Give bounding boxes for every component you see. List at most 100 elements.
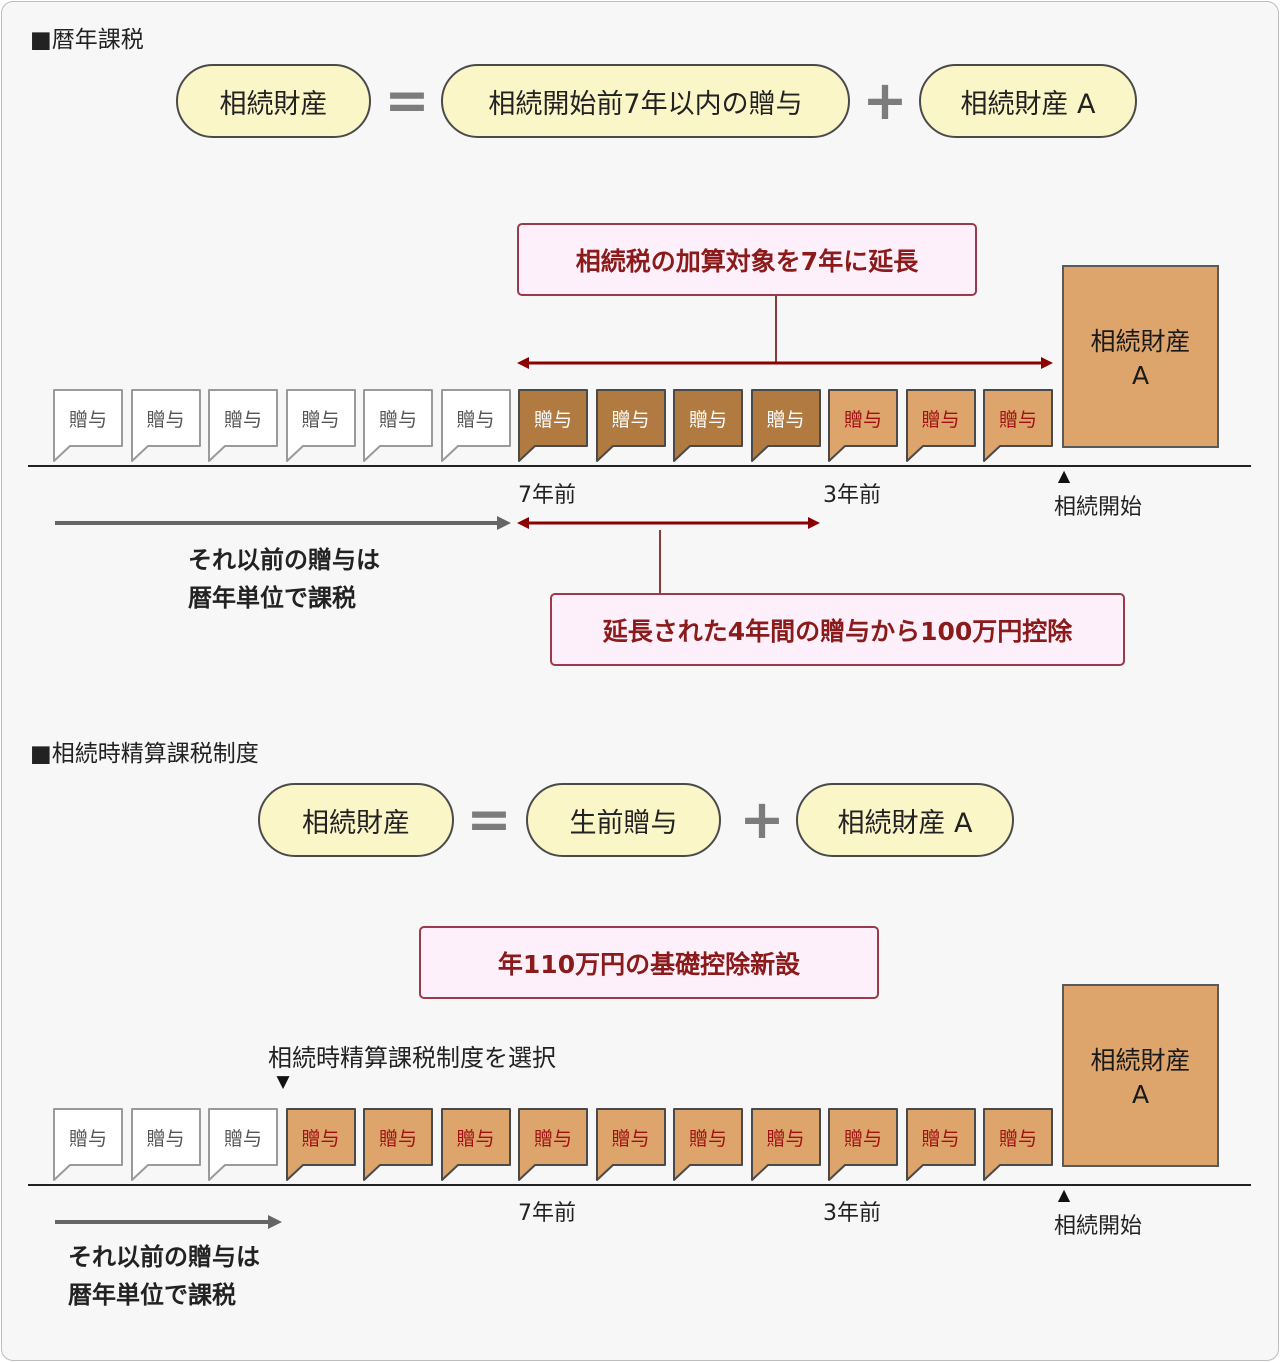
section2-estate-a-box: 相続財産 A xyxy=(1062,984,1219,1167)
gift-label: 贈与 xyxy=(533,409,572,431)
gift-bubble-shape xyxy=(905,1108,976,1181)
gift-bubble-shape xyxy=(905,389,976,462)
section2-note-line1: それ以前の贈与は xyxy=(68,1243,260,1271)
gift-bubble-shape xyxy=(518,1108,588,1181)
section2-title: ■相続時精算課税制度 xyxy=(30,741,259,767)
gift-bubble-shape xyxy=(440,1108,511,1181)
section2-gift-12-tan: 贈与 xyxy=(905,1108,976,1181)
section2-timeline-axis xyxy=(28,1184,1251,1186)
gift-label: 贈与 xyxy=(378,409,417,431)
section2-gift-13-tan: 贈与 xyxy=(983,1108,1053,1181)
section1-plus-sign: + xyxy=(862,69,908,132)
section1-gift-2-white: 贈与 xyxy=(130,389,201,462)
gift-bubble-shape xyxy=(208,1108,278,1181)
section2-earlier-gifts-arrow xyxy=(55,1215,282,1229)
gift-label: 贈与 xyxy=(843,409,882,431)
section1-gift-12-tan: 贈与 xyxy=(905,389,976,462)
section1-gift-6-white: 贈与 xyxy=(440,389,511,462)
gift-bubble-shape xyxy=(673,1108,743,1181)
gift-label: 贈与 xyxy=(378,1128,417,1150)
section1-gift-1-white: 贈与 xyxy=(53,389,123,462)
gift-bubble-shape xyxy=(750,1108,821,1181)
gift-label: 贈与 xyxy=(998,409,1037,431)
gift-label: 贈与 xyxy=(223,409,262,431)
gift-bubble-shape xyxy=(130,1108,201,1181)
gift-bubble-shape xyxy=(440,389,511,462)
gift-bubble-shape xyxy=(750,389,821,462)
section2-callout-basic-deduction: 年110万円の基礎控除新設 xyxy=(419,926,879,999)
section1-note-line2: 暦年単位で課税 xyxy=(188,584,356,612)
section1-equals-sign: = xyxy=(384,69,430,132)
section2-note-line2: 暦年単位で課税 xyxy=(68,1281,236,1309)
section2-gift-10-tan: 贈与 xyxy=(750,1108,821,1181)
section1-label-3-years-before: 3年前 xyxy=(823,483,881,508)
section2-pill-inherited-assets-a: 相続財産 A xyxy=(796,783,1014,857)
section1-gift-9-brown: 贈与 xyxy=(673,389,743,462)
gift-bubble-shape xyxy=(285,1108,356,1181)
section1-estate-letter: A xyxy=(1131,361,1150,390)
gift-bubble-shape xyxy=(828,1108,898,1181)
gift-label: 贈与 xyxy=(301,409,340,431)
gift-bubble-shape xyxy=(363,1108,433,1181)
section2-estate-label: 相続財産 xyxy=(1090,1046,1191,1075)
gift-label: 贈与 xyxy=(688,409,727,431)
gift-label: 贈与 xyxy=(456,409,495,431)
gift-label: 贈与 xyxy=(611,1128,650,1150)
section1-gift-10-brown: 贈与 xyxy=(750,389,821,462)
section1-pill-gifts-within-7-years: 相続開始前7年以内の贈与 xyxy=(441,64,850,138)
gift-label: 贈与 xyxy=(223,1128,262,1150)
section1-note: それ以前の贈与は 暦年単位で課税 xyxy=(188,541,380,617)
gift-label: 贈与 xyxy=(688,1128,727,1150)
gift-bubble-shape xyxy=(53,1108,123,1181)
gift-label: 贈与 xyxy=(766,409,805,431)
section2-gift-1-white: 贈与 xyxy=(53,1108,123,1181)
gift-bubble-shape xyxy=(53,389,123,462)
section2-select-triangle-icon: ▼ xyxy=(276,1072,290,1092)
gift-bubble-shape xyxy=(983,389,1053,462)
section2-label-3-years-before: 3年前 xyxy=(823,1201,881,1226)
gift-label: 贈与 xyxy=(921,1128,960,1150)
section1-label-inheritance-start: 相続開始 xyxy=(1054,495,1143,520)
section1-pill-inherited-assets-a: 相続財産 A xyxy=(919,64,1137,138)
gift-label: 贈与 xyxy=(533,1128,572,1150)
section1-gift-7-brown: 贈与 xyxy=(518,389,588,462)
section2-pill-lifetime-gifts: 生前贈与 xyxy=(526,783,721,857)
section2-gift-8-tan: 贈与 xyxy=(595,1108,666,1181)
section1-range-arrow-7-years xyxy=(517,357,1053,369)
section1-pill-inherited-assets: 相続財産 xyxy=(176,64,371,138)
gift-label: 贈与 xyxy=(843,1128,882,1150)
gift-label: 贈与 xyxy=(456,1128,495,1150)
gift-label: 贈与 xyxy=(301,1128,340,1150)
section2-gift-3-white: 贈与 xyxy=(208,1108,278,1181)
section1-note-line1: それ以前の贈与は xyxy=(188,546,380,574)
section2-note: それ以前の贈与は 暦年単位で課税 xyxy=(68,1238,260,1314)
section1-callout-deduction-100: 延長された4年間の贈与から100万円控除 xyxy=(550,593,1125,666)
section1-start-triangle-icon: ▲ xyxy=(1057,466,1071,485)
gift-bubble-shape xyxy=(285,389,356,462)
section1-gift-8-brown: 贈与 xyxy=(595,389,666,462)
gift-label: 贈与 xyxy=(146,409,185,431)
section2-gift-2-white: 贈与 xyxy=(130,1108,201,1181)
section2-pill-inherited-assets: 相続財産 xyxy=(258,783,454,857)
section1-range-arrow-4-years xyxy=(517,517,820,529)
gift-bubble-shape xyxy=(595,389,666,462)
section1-title: ■暦年課税 xyxy=(30,27,144,53)
section2-plus-sign: + xyxy=(739,788,785,851)
gift-bubble-shape xyxy=(518,389,588,462)
section2-label-inheritance-start: 相続開始 xyxy=(1054,1214,1143,1239)
section2-select-label: 相続時精算課税制度を選択 xyxy=(268,1044,556,1072)
section1-bottom-callout-connector xyxy=(659,530,661,594)
section2-gift-7-tan: 贈与 xyxy=(518,1108,588,1181)
section2-gift-9-tan: 贈与 xyxy=(673,1108,743,1181)
section1-gift-5-white: 贈与 xyxy=(363,389,433,462)
gift-bubble-shape xyxy=(363,389,433,462)
gift-label: 贈与 xyxy=(921,409,960,431)
gift-label: 贈与 xyxy=(68,1128,107,1150)
gift-bubble-shape xyxy=(828,389,898,462)
section1-estate-label: 相続財産 xyxy=(1090,327,1191,356)
section1-callout-connector xyxy=(775,296,777,362)
section2-estate-letter: A xyxy=(1131,1080,1150,1109)
section2-start-triangle-icon: ▲ xyxy=(1057,1185,1071,1204)
section1-gift-13-tan: 贈与 xyxy=(983,389,1053,462)
gift-bubble-shape xyxy=(208,389,278,462)
